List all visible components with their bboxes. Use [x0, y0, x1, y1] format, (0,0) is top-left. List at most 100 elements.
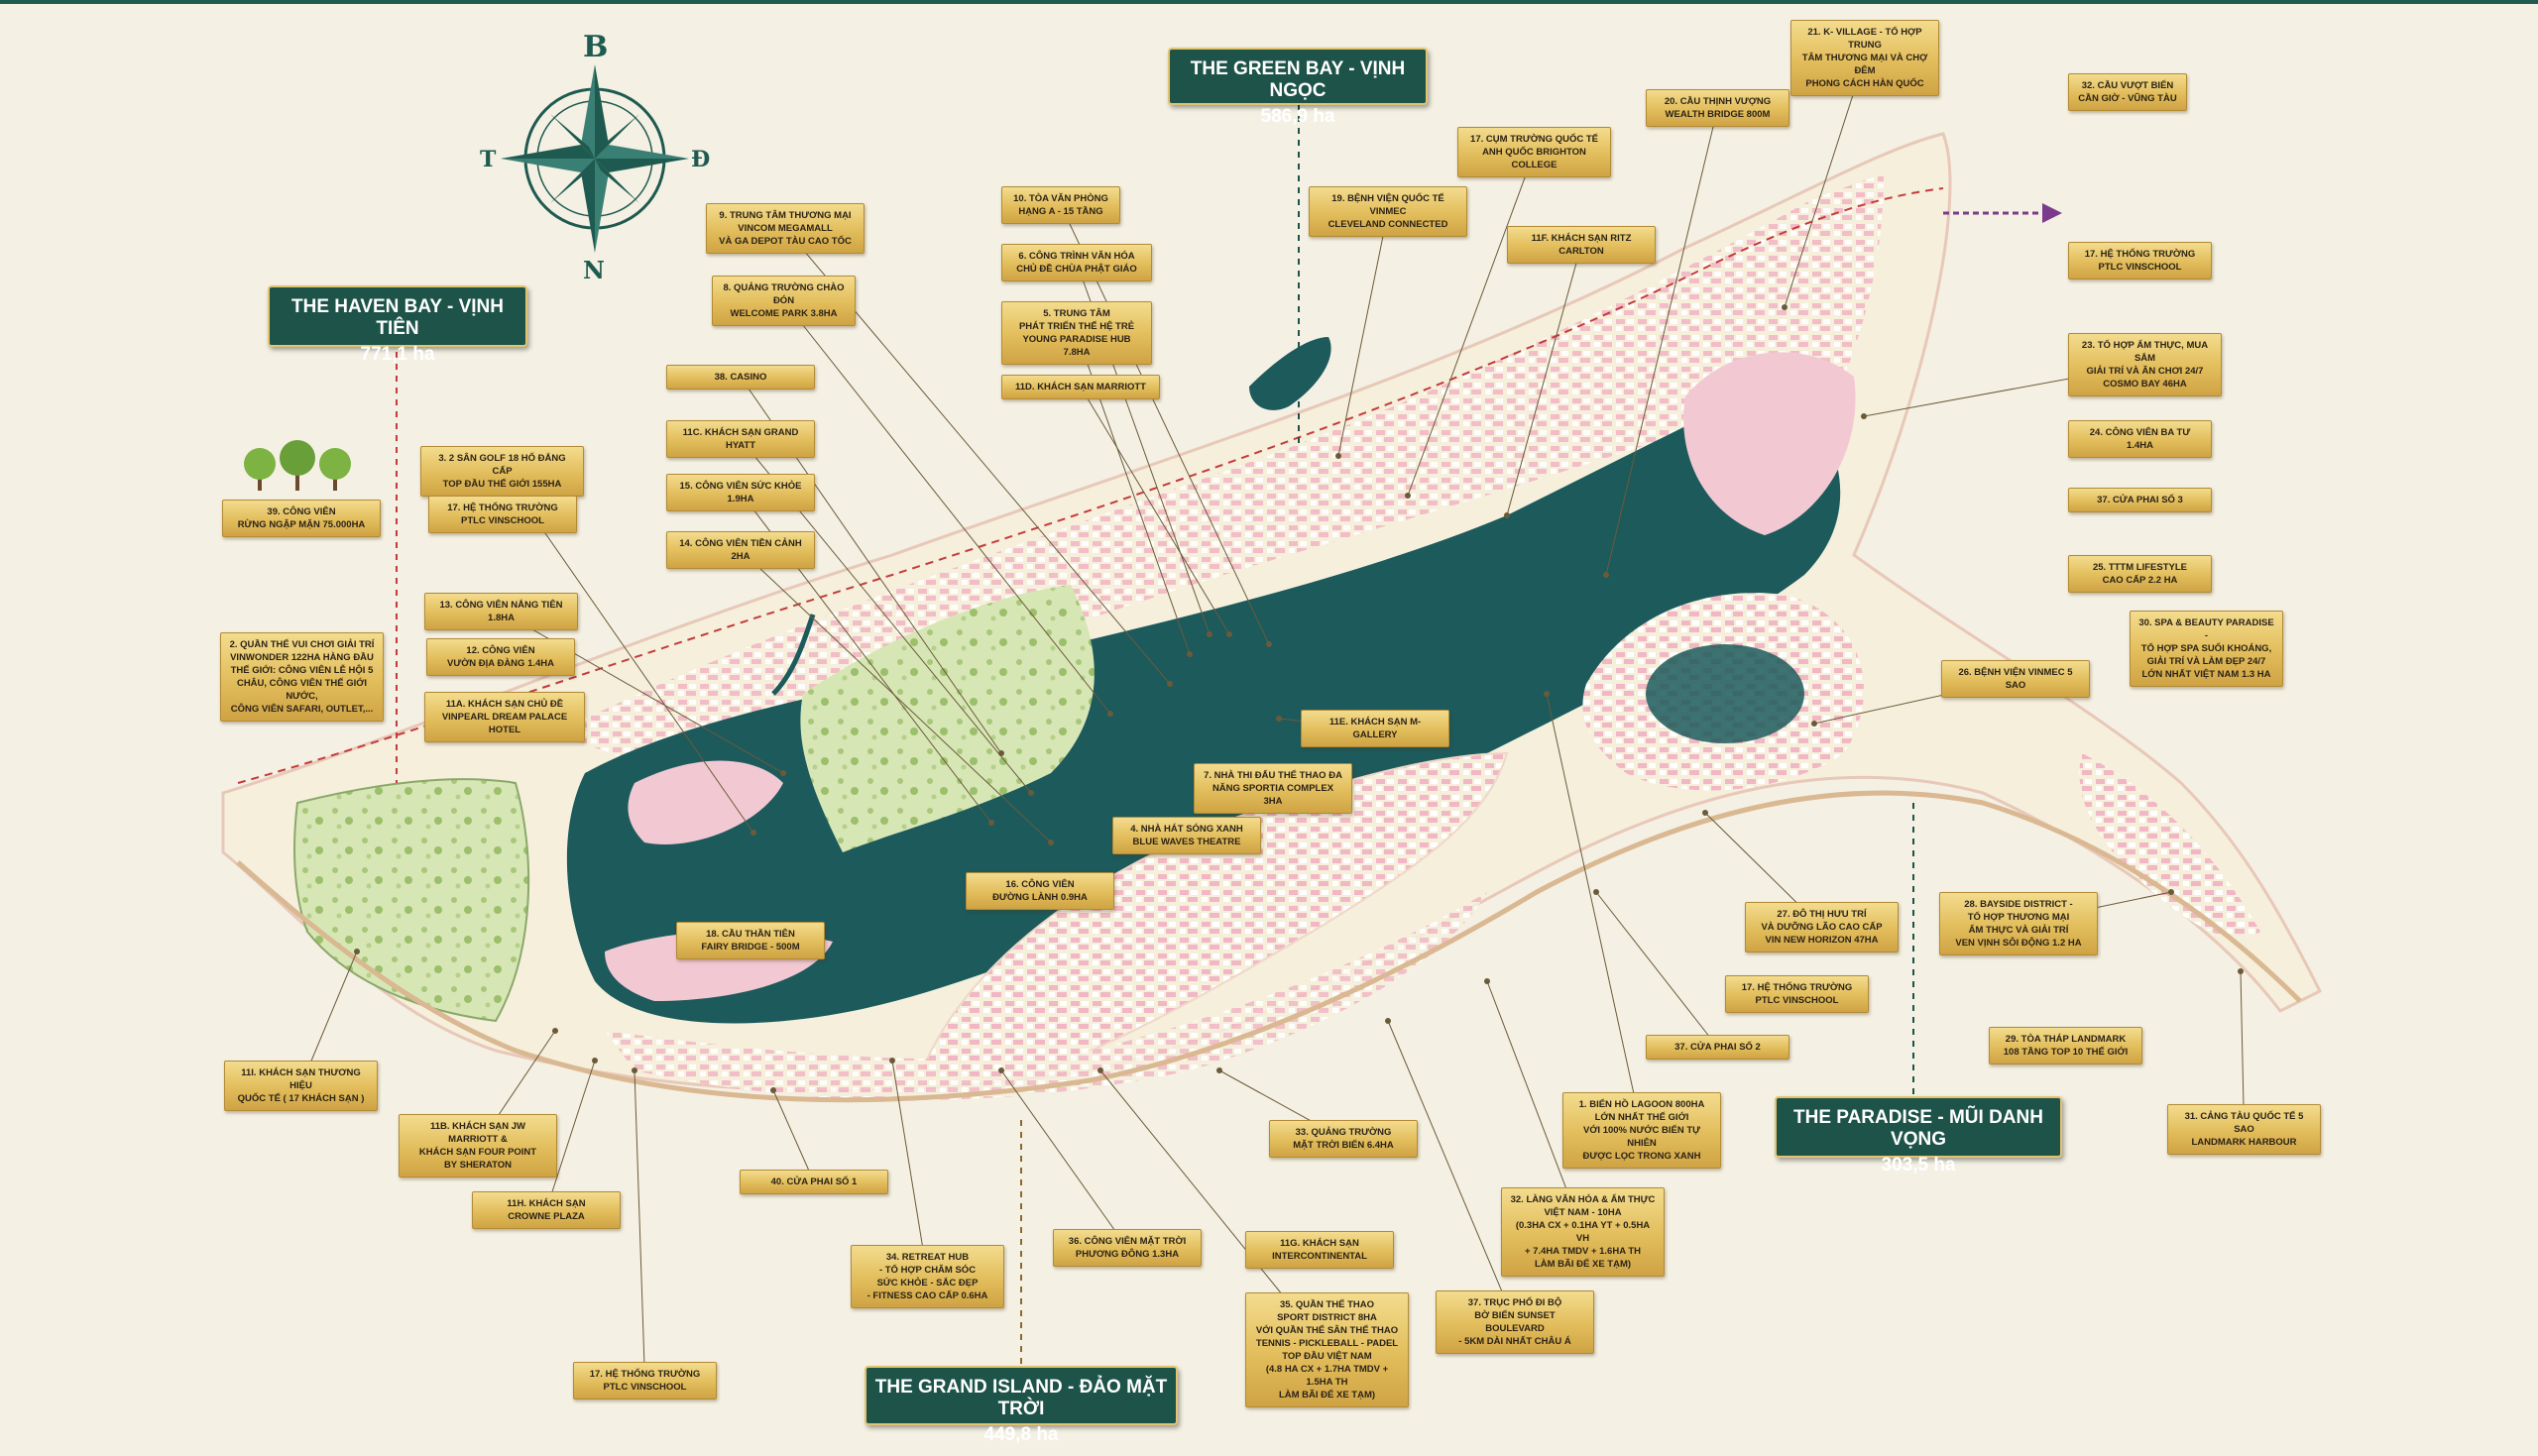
leader-point: [889, 1058, 895, 1064]
label-lagoon[interactable]: 1. BIỂN HỒ LAGOON 800HA LỚN NHẤT THẾ GIỚ…: [1562, 1092, 1721, 1169]
leader-point: [750, 830, 756, 836]
label-young-paradise-hub[interactable]: 5. TRUNG TÂM PHÁT TRIỂN THẾ HỆ TRẺ YOUNG…: [1001, 301, 1152, 365]
label-buddhist-temple[interactable]: 6. CÔNG TRÌNH VĂN HÓA CHỦ ĐỀ CHÙA PHẬT G…: [1001, 244, 1152, 281]
leader-line: [1595, 891, 1718, 1048]
label-landmark-harbour[interactable]: 31. CẢNG TÀU QUỐC TẾ 5 SAO LANDMARK HARB…: [2167, 1104, 2321, 1155]
leader-point: [1782, 304, 1788, 310]
label-landmark-tower[interactable]: 29. TÒA THÁP LANDMARK 108 TẦNG TOP 10 TH…: [1989, 1027, 2142, 1064]
zone-haven-bay: THE HAVEN BAY - VỊNH TIÊN 771,1 ha: [268, 285, 527, 365]
tree-cluster-icon: [244, 440, 351, 491]
zone-name: THE PARADISE - MŨI DANH VỌNG: [1793, 1107, 2043, 1150]
label-gate-3[interactable]: 37. CỬA PHAI SỐ 3: [2068, 488, 2212, 512]
label-crowne-plaza[interactable]: 11H. KHÁCH SẠN CROWNE PLAZA: [472, 1191, 621, 1229]
label-healthy-road-park[interactable]: 16. CÔNG VIÊN ĐƯỜNG LÀNH 0.9HA: [966, 872, 1114, 910]
zone-area: 586,9 ha: [1260, 106, 1335, 127]
label-lifestyle-mall[interactable]: 25. TTTM LIFESTYLE CAO CẤP 2.2 HA: [2068, 555, 2212, 593]
leader-line: [1080, 387, 1230, 635]
lagoon-water: [566, 377, 1841, 1024]
label-cosmo-bay[interactable]: 23. TỔ HỢP ẨM THỰC, MUA SẮM GIẢI TRÍ VÀ …: [2068, 333, 2222, 396]
leader-line: [545, 1060, 596, 1211]
label-foreground-park[interactable]: 14. CÔNG VIÊN TIỀN CẢNH 2HA: [666, 531, 815, 569]
leader-point: [1544, 691, 1550, 697]
label-vinschool-1[interactable]: 17. HỆ THỐNG TRƯỜNG PTLC VINSCHOOL: [428, 496, 577, 533]
leader-point: [770, 1087, 776, 1093]
label-eastern-sun-park[interactable]: 36. CÔNG VIÊN MẶT TRỜI PHƯƠNG ĐÔNG 1.3HA: [1053, 1229, 1202, 1267]
leader-line: [1337, 211, 1389, 457]
label-persian-park[interactable]: 24. CÔNG VIÊN BA TƯ 1.4HA: [2068, 420, 2212, 458]
label-ritz-carlton[interactable]: 11F. KHÁCH SẠN RITZ CARLTON: [1507, 226, 1656, 264]
offshore-islet: [1249, 337, 1331, 410]
leader-point: [1187, 651, 1193, 657]
label-welcome-park[interactable]: 8. QUẢNG TRƯỜNG CHÀO ĐÓN WELCOME PARK 3.…: [712, 276, 856, 326]
label-sunny-park[interactable]: 13. CÔNG VIÊN NẮNG TIÊN 1.8HA: [424, 593, 578, 630]
label-sun-square[interactable]: 33. QUẢNG TRƯỜNG MẶT TRỜI BIỂN 6.4HA: [1269, 1120, 1418, 1158]
east-resort-lagoon: [1646, 644, 1804, 743]
leader-line: [1407, 152, 1535, 497]
label-grand-hyatt[interactable]: 11C. KHÁCH SẠN GRAND HYATT: [666, 420, 815, 458]
leader-point: [1593, 889, 1599, 895]
compass-rose-icon: [501, 64, 689, 253]
label-sunset-boulevard[interactable]: 37. TRỤC PHỐ ĐI BỘ BỜ BIỂN SUNSET BOULEV…: [1436, 1290, 1594, 1354]
leader-line: [1546, 693, 1643, 1131]
leader-point: [780, 770, 786, 776]
zone-grand-island: THE GRAND ISLAND - ĐẢO MẶT TRỜI 449,8 ha: [865, 1366, 1178, 1445]
label-vincom-megamall[interactable]: 9. TRUNG TÂM THƯƠNG MẠI VINCOM MEGAMALL …: [706, 203, 865, 254]
label-wealth-bridge[interactable]: 20. CẦU THỊNH VƯỢNG WEALTH BRIDGE 800M: [1646, 89, 1789, 127]
leader-line: [891, 1060, 928, 1278]
label-intercontinental[interactable]: 11G. KHÁCH SẠN INTERCONTINENTAL: [1245, 1231, 1394, 1269]
north-urban-district: [555, 173, 1884, 783]
label-bayside-district[interactable]: 28. BAYSIDE DISTRICT - TỔ HỢP THƯƠNG MẠI…: [1939, 892, 2098, 955]
leader-point: [998, 1067, 1004, 1073]
label-spa-paradise[interactable]: 30. SPA & BEAUTY PARADISE - TỔ HỢP SPA S…: [2130, 611, 2283, 687]
zone-area: 303,5 ha: [1881, 1155, 1956, 1176]
label-vinschool-4[interactable]: 17. HỆ THỐNG TRƯỜNG PTLC VINSCHOOL: [573, 1362, 717, 1400]
compass-north-label: B: [583, 30, 609, 64]
label-culture-village[interactable]: 32. LÀNG VĂN HÓA & ẨM THỰC VIỆT NAM - 10…: [1501, 1187, 1665, 1277]
zone-name: THE GREEN BAY - VỊNH NGỌC: [1190, 58, 1406, 101]
label-jw-marriott[interactable]: 11B. KHÁCH SẠN JW MARRIOTT & KHÁCH SẠN F…: [399, 1114, 557, 1177]
leader-point: [354, 949, 360, 954]
label-sea-bridge[interactable]: 32. CẦU VƯỢT BIỂN CẦN GIỜ - VŨNG TÀU: [2068, 73, 2187, 111]
beach-boulevard: [236, 790, 2302, 1103]
label-m-gallery[interactable]: 11E. KHÁCH SẠN M-GALLERY: [1301, 710, 1449, 747]
label-vinwonder[interactable]: 2. QUẦN THỂ VUI CHƠI GIẢI TRÍ VINWONDER …: [220, 632, 384, 722]
label-golf-courses[interactable]: 3. 2 SÂN GOLF 18 HỐ ĐẲNG CẤP TOP ĐẦU THẾ…: [420, 446, 584, 497]
zone-paradise: THE PARADISE - MŨI DANH VỌNG 303,5 ha: [1775, 1096, 2062, 1176]
label-mangrove-park[interactable]: 39. CÔNG VIÊN RỪNG NGẬP MẶN 75.000HA: [222, 500, 381, 537]
island-south-strip: [605, 892, 1487, 1100]
label-office-tower[interactable]: 10. TÒA VĂN PHÒNG HẠNG A - 15 TẦNG: [1001, 186, 1120, 224]
label-sportia-complex[interactable]: 7. NHÀ THI ĐẤU THỂ THAO ĐA NĂNG SPORTIA …: [1194, 763, 1352, 814]
label-dream-palace[interactable]: 11A. KHÁCH SẠN CHỦ ĐỀ VINPEARL DREAM PAL…: [424, 692, 585, 742]
leader-point: [1811, 721, 1817, 727]
label-marriott[interactable]: 11D. KHÁCH SẠN MARRIOTT: [1001, 375, 1160, 399]
leader-point: [1385, 1018, 1391, 1024]
label-vinmec-5-star[interactable]: 26. BỆNH VIỆN VINMEC 5 SAO: [1941, 660, 2090, 698]
leader-point: [1335, 453, 1341, 459]
leader-point: [1603, 572, 1609, 578]
label-blue-waves-theatre[interactable]: 4. NHÀ HÁT SÓNG XANH BLUE WAVES THEATRE: [1112, 817, 1261, 854]
label-brighton-college[interactable]: 17. CỤM TRƯỜNG QUỐC TẾ ANH QUỐC BRIGHTON…: [1457, 127, 1611, 177]
leader-point: [1504, 512, 1510, 518]
label-k-village[interactable]: 21. K- VILLAGE - TỔ HỢP TRUNG TÂM THƯƠNG…: [1790, 20, 1939, 96]
label-vinschool-2[interactable]: 17. HỆ THỐNG TRƯỜNG PTLC VINSCHOOL: [2068, 242, 2212, 280]
label-international-hotels[interactable]: 11I. KHÁCH SẠN THƯƠNG HIỆU QUỐC TẾ ( 17 …: [224, 1061, 378, 1111]
top-accent-bar: [0, 0, 2538, 4]
leader-point: [988, 820, 994, 826]
label-gate-1[interactable]: 40. CỬA PHAI SỐ 1: [740, 1170, 888, 1194]
label-fairy-bridge[interactable]: 18. CẦU THẦN TIÊN FAIRY BRIDGE - 500M: [676, 922, 825, 959]
label-sport-district[interactable]: 35. QUẦN THỂ THAO SPORT DISTRICT 8HA VỚI…: [1245, 1292, 1409, 1407]
label-retreat-hub[interactable]: 34. RETREAT HUB - TỔ HỢP CHĂM SÓC SỨC KH…: [851, 1245, 1004, 1308]
label-vinmec-cleveland[interactable]: 19. BỆNH VIỆN QUỐC TẾ VINMEC CLEVELAND C…: [1309, 186, 1467, 237]
leader-point: [1028, 790, 1034, 796]
label-casino[interactable]: 38. CASINO: [666, 365, 815, 390]
label-health-park[interactable]: 15. CÔNG VIÊN SỨC KHỎE 1.9HA: [666, 474, 815, 511]
label-vin-new-horizon[interactable]: 27. ĐÔ THỊ HƯU TRÍ VÀ DƯỠNG LÃO CAO CẤP …: [1745, 902, 1899, 952]
leader-point: [1207, 631, 1212, 637]
leader-line: [1784, 57, 1866, 308]
label-gate-2[interactable]: 37. CỬA PHAI SỐ 2: [1646, 1035, 1789, 1060]
label-eden-garden[interactable]: 12. CÔNG VIÊN VƯỜN ĐỊA ĐÀNG 1.4HA: [426, 638, 575, 676]
leader-line: [634, 1069, 645, 1382]
label-vinschool-3[interactable]: 17. HỆ THỐNG TRƯỜNG PTLC VINSCHOOL: [1725, 975, 1869, 1013]
